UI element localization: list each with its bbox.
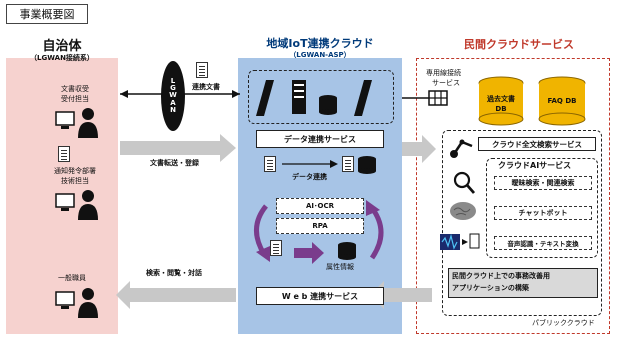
fulltext-search-box: クラウド全文検索サービス	[478, 137, 596, 151]
data-link-arrow	[282, 160, 338, 168]
iot-cloud-subheading: （LGWAN-ASP）	[289, 51, 351, 59]
magnifier-icon	[453, 171, 476, 194]
search-label: 検索・閲覧・対話	[146, 269, 202, 277]
ai-ocr-box: AI･OCR	[276, 198, 364, 214]
public-cloud-frame	[442, 130, 602, 316]
past-doc-db-label-1: 過去文書	[487, 95, 515, 103]
server-icons	[256, 80, 372, 116]
construction-line-2: アプリケーションの構築	[452, 284, 529, 292]
ai-ocr-label: AI･OCR	[306, 202, 334, 210]
actor2-line2: 技術担当	[61, 177, 89, 185]
data-link-label: データ連携	[292, 173, 327, 181]
chatbot-label: チャットボット	[518, 209, 568, 217]
public-cloud-label: パブリッククラウド	[532, 319, 595, 327]
dedicated-line-1: 専用線接続	[426, 69, 461, 77]
voice-to-text-icon	[440, 233, 480, 250]
attribute-info-label: 属性情報	[326, 263, 354, 271]
cycle-arrows	[254, 200, 384, 264]
actor2-icon	[55, 190, 98, 220]
mid-doc-icon-1	[264, 156, 276, 172]
lgwan-oval	[161, 61, 185, 131]
private-cloud-heading: 民間クラウドサービス	[464, 38, 574, 51]
server-cluster	[248, 70, 394, 124]
building-icon	[428, 90, 448, 106]
brain-icon	[450, 202, 476, 220]
data-link-service-label: データ連携サービス	[284, 134, 356, 144]
from-private-arrow	[370, 281, 432, 309]
speech-recognition-box: 音声認識・テキスト変換	[494, 236, 592, 250]
rpa-box: RPA	[276, 218, 364, 234]
municipality-subheading: （LGWAN接続系）	[30, 54, 94, 62]
search-arrow	[116, 281, 236, 309]
actor3-icon	[55, 288, 98, 318]
municipality-heading: 自治体	[42, 39, 82, 54]
linked-doc-icon	[196, 62, 208, 78]
actor1-line1: 文書収受	[61, 85, 89, 93]
ai-services-frame	[486, 158, 598, 258]
iot-cloud-heading: 地域IoT連携クラウド	[266, 37, 374, 50]
fuzzy-search-label: 曖昧検索・関連検索	[511, 179, 575, 187]
construction-box	[448, 268, 598, 298]
actor2-line1: 通知発令部署	[54, 167, 96, 175]
faq-db-icon	[538, 76, 586, 126]
construction-line-1: 民間クラウド上での事務改善用	[452, 272, 550, 280]
actor2-doc-icon	[58, 146, 70, 162]
to-private-arrow	[402, 135, 436, 163]
rpa-label: RPA	[312, 222, 328, 230]
web-link-service-label: W e b 連携サービス	[281, 291, 359, 301]
mid-db-icon	[358, 156, 376, 174]
chatbot-box: チャットボット	[494, 206, 592, 220]
transfer-label: 文書転送・登録	[150, 159, 199, 167]
dedicated-line-2: サービス	[432, 79, 460, 87]
data-link-service-box: データ連携サービス	[256, 130, 384, 148]
actor1-icon	[55, 108, 98, 138]
speech-recognition-label: 音声認識・テキスト変換	[507, 240, 579, 248]
past-doc-db-icon	[478, 76, 524, 126]
faq-db-label: FAQ DB	[547, 97, 577, 105]
web-link-service-box: W e b 連携サービス	[256, 287, 384, 305]
past-doc-db-label-2: DB	[495, 105, 507, 113]
linked-doc-label: 連携文書	[192, 83, 220, 91]
fulltext-search-label: クラウド全文検索サービス	[492, 139, 582, 149]
actor1-line2: 受付担当	[61, 95, 89, 103]
ai-services-label: クラウドAIサービス	[498, 161, 572, 170]
ocr-doc-icon	[270, 240, 282, 256]
mid-doc-icon-2	[342, 156, 354, 172]
transfer-arrow	[120, 134, 236, 162]
attr-db-icon	[338, 242, 356, 260]
fuzzy-search-box: 曖昧検索・関連検索	[494, 176, 592, 190]
actor3-label: 一般職員	[58, 274, 86, 282]
robot-arm-icon	[450, 139, 473, 158]
diagram-title: 事業概要図	[6, 4, 88, 24]
